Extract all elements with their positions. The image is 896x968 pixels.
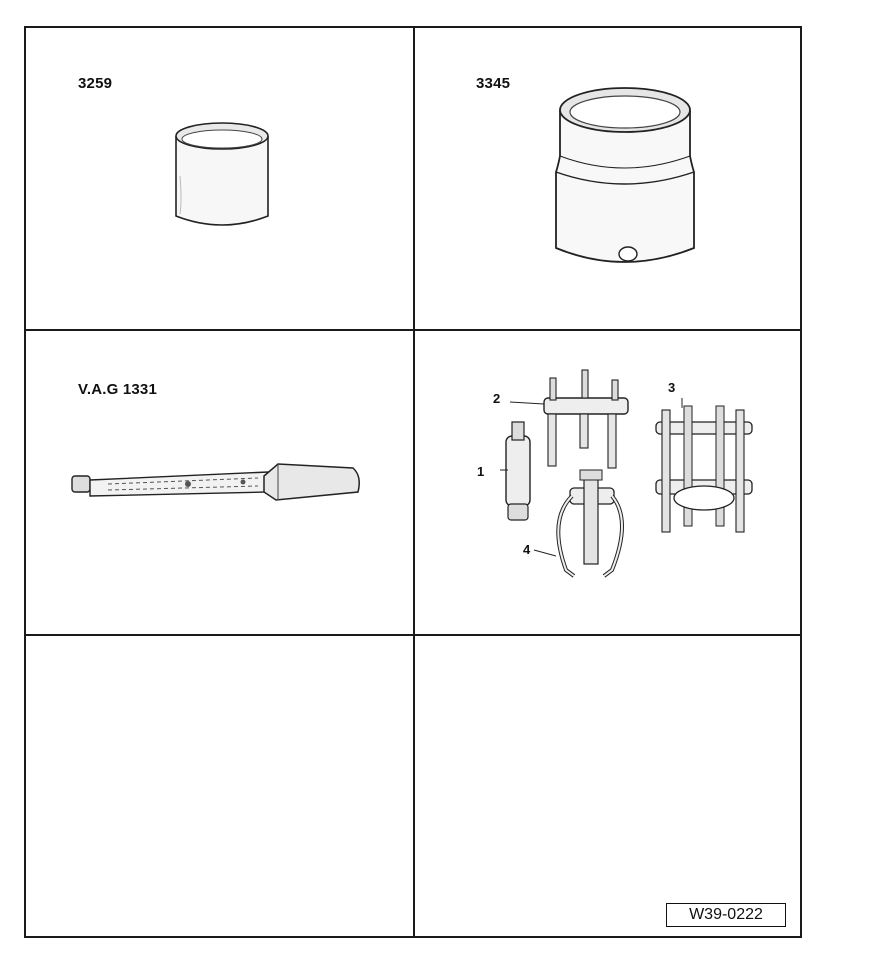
sleeve-3259-drawing [175,122,269,226]
puller-set-drawing [500,369,753,578]
torque-wrench-drawing [71,463,360,501]
tool-number-vag-1331: V.A.G 1331 [78,381,157,398]
separator-item-3 [655,398,753,533]
callout-2: 2 [493,391,501,406]
callout-3: 3 [668,380,676,395]
jaw-puller-item-4 [533,469,624,578]
tool-number-3345: 3345 [476,75,511,92]
grid-divider-row-2 [26,634,800,636]
grid-divider-row-1 [26,329,800,331]
figure-reference-code: W39-0222 [666,903,786,927]
sleeve-3345-drawing [555,87,695,263]
bar-puller-item-2 [509,369,629,469]
slide-hammer-item-1 [500,421,531,521]
tool-grid [24,26,802,938]
callout-4: 4 [523,542,531,557]
callout-1: 1 [477,464,485,479]
grid-divider-vertical [413,28,415,936]
tool-number-3259: 3259 [78,75,113,92]
